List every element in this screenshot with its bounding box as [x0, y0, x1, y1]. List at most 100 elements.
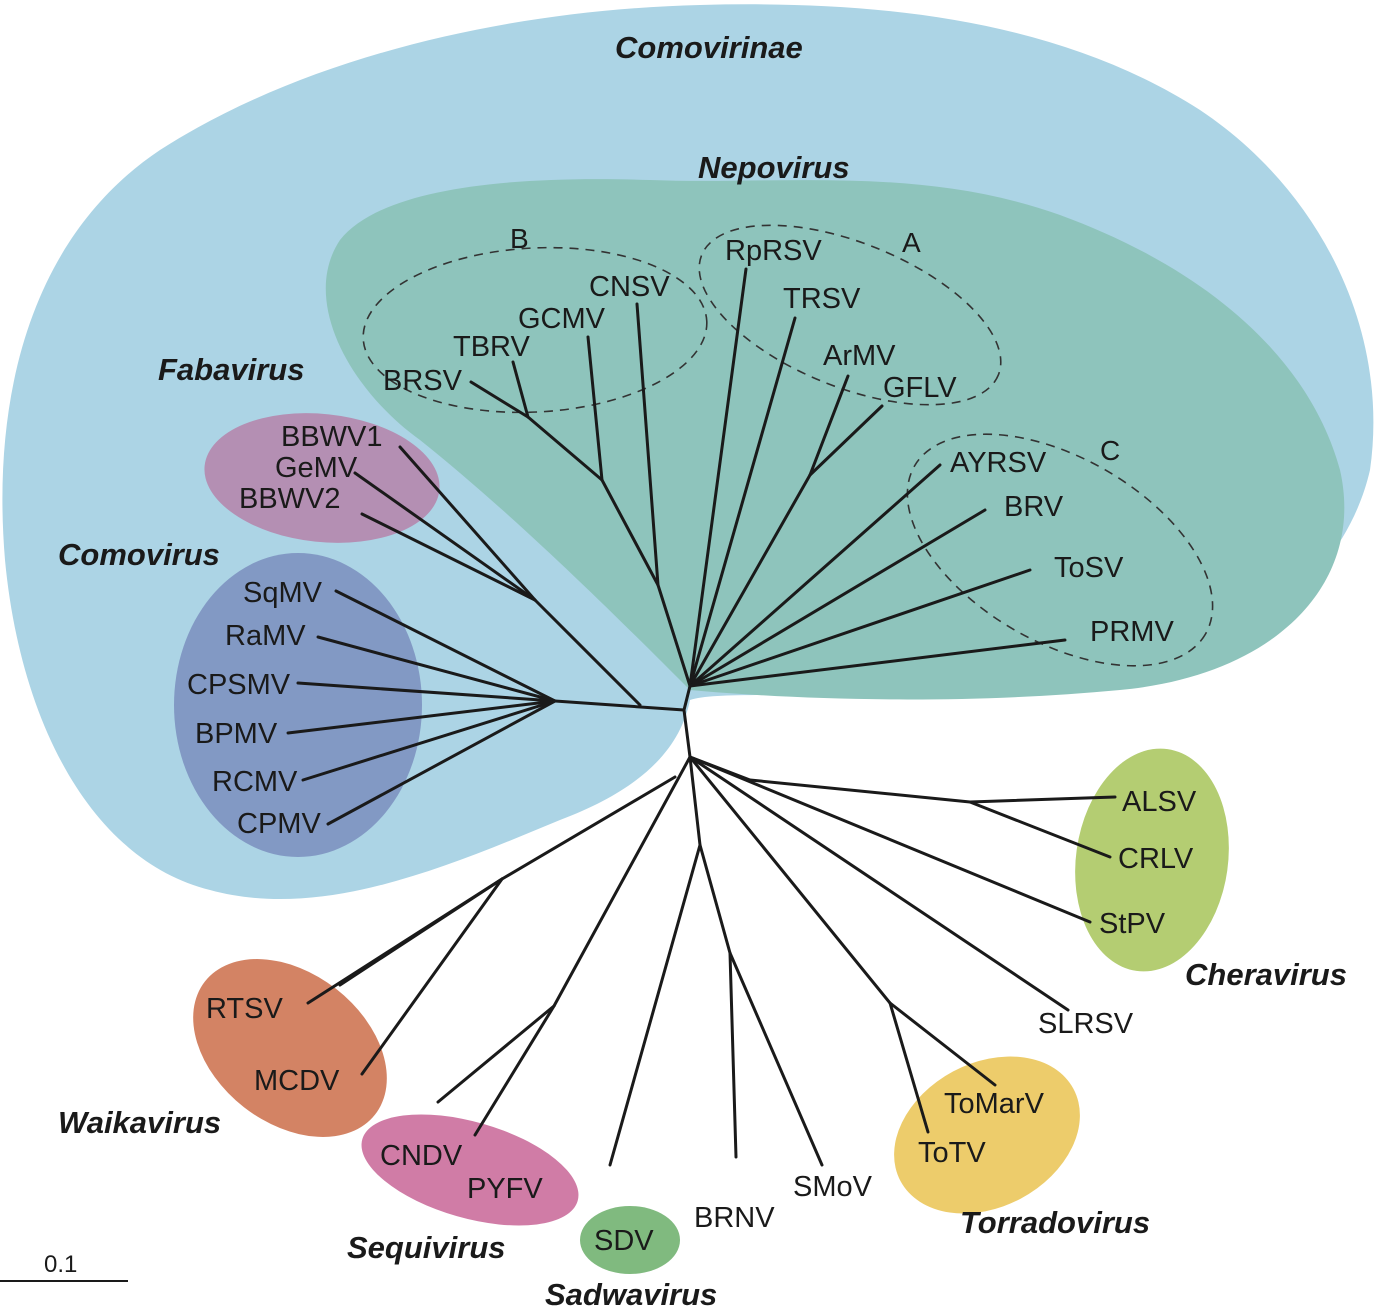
branch-PYFV	[473, 1004, 556, 1137]
branch-BPMV	[286, 699, 557, 735]
comovirus-region	[174, 553, 422, 857]
taxon-BRNV: BRNV	[694, 1202, 775, 1234]
taxon-RpRSV: RpRSV	[725, 235, 822, 267]
branch-BRSV	[469, 380, 530, 419]
subgroup-c-outline	[906, 433, 1214, 667]
branch	[600, 478, 660, 587]
taxon-TBRV: TBRV	[453, 331, 530, 363]
taxon-ToMarV: ToMarV	[944, 1088, 1045, 1120]
taxon-SqMV: SqMV	[243, 577, 323, 609]
branch	[682, 708, 692, 759]
taxon-SDV: SDV	[594, 1225, 654, 1257]
taxon-GCMV: GCMV	[518, 303, 606, 335]
taxon-BPMV: BPMV	[195, 718, 278, 750]
branch-SDV	[608, 843, 702, 1167]
taxon-PRMV: PRMV	[1090, 616, 1174, 648]
taxon-SLRSV: SLRSV	[1038, 1008, 1134, 1040]
taxon-SMoV: SMoV	[793, 1171, 873, 1203]
subgroup-a-outline	[698, 224, 1002, 406]
branch	[688, 755, 702, 847]
label-comovirinae: Comovirinae	[615, 30, 803, 65]
taxon-MCDV: MCDV	[254, 1065, 340, 1097]
label-subgroup-a: A	[902, 227, 921, 258]
taxon-TRSV: TRSV	[783, 283, 861, 315]
label-waikavirus: Waikavirus	[58, 1105, 221, 1140]
taxon-CNSV: CNSV	[589, 271, 670, 303]
taxon-BBWV1: BBWV1	[281, 421, 383, 453]
branch-SqMV	[334, 589, 557, 703]
waikavirus-region	[193, 959, 387, 1137]
branch-AYRSV	[688, 463, 942, 688]
branch-RCMV	[301, 699, 557, 782]
branch-RpRSV	[688, 267, 748, 688]
branch-CPMV	[326, 699, 557, 826]
branch-TBRV	[511, 360, 530, 419]
branch-CPSMV	[296, 681, 557, 703]
label-comovirus: Comovirus	[58, 537, 220, 572]
label-torradovirus: Torradovirus	[960, 1205, 1150, 1240]
taxon-GeMV: GeMV	[275, 452, 358, 484]
branch-CNDV	[436, 1004, 556, 1104]
branch-StPV	[688, 755, 1092, 924]
taxon-CNDV: CNDV	[380, 1140, 463, 1172]
taxon-BBWV2: BBWV2	[239, 483, 341, 515]
branch-BRV	[688, 508, 987, 688]
branch-RTSV	[306, 877, 504, 1005]
sadwavirus-region	[580, 1206, 680, 1274]
label-sadwavirus: Sadwavirus	[545, 1277, 717, 1312]
tree-branches	[286, 267, 1117, 1167]
branch-ToSV	[688, 568, 1032, 688]
branch-BRNV	[728, 951, 738, 1159]
branch-GeMV	[353, 471, 537, 602]
taxon-StPV: StPV	[1099, 908, 1166, 940]
branch-GFLV	[808, 404, 884, 477]
branch	[688, 473, 812, 688]
taxon-BRV: BRV	[1004, 491, 1064, 523]
branch	[748, 778, 972, 804]
branch-PRMV	[688, 638, 1067, 688]
branch	[533, 598, 642, 707]
branch	[526, 415, 604, 482]
taxon-CPMV: CPMV	[237, 808, 321, 840]
branch	[552, 755, 692, 1008]
taxon-BRSV: BRSV	[383, 365, 463, 397]
taxon-ToSV: ToSV	[1054, 552, 1124, 584]
branch	[698, 843, 732, 955]
label-subgroup-b: B	[510, 223, 529, 254]
label-sequivirus: Sequivirus	[347, 1230, 506, 1265]
label-cheravirus: Cheravirus	[1185, 957, 1347, 992]
taxon-RaMV: RaMV	[225, 620, 306, 652]
taxon-ALSV: ALSV	[1122, 786, 1197, 818]
branch	[553, 699, 686, 712]
branch-ToTV	[888, 1001, 930, 1134]
branch-GCMV	[586, 335, 604, 482]
branch-SLRSV	[688, 755, 1070, 1012]
label-nepovirus: Nepovirus	[698, 150, 850, 185]
torradovirus-region	[894, 1056, 1080, 1214]
branch-BBWV1	[398, 445, 537, 602]
branch-MCDV	[360, 877, 504, 1076]
fabavirus-region	[204, 413, 440, 543]
branch-BBWV2	[360, 512, 537, 602]
branch-ToMarV	[888, 1001, 997, 1087]
scale-bar-label: 0.1	[44, 1251, 77, 1278]
taxon-ToTV: ToTV	[918, 1137, 986, 1169]
branch-TRSV	[688, 316, 797, 688]
cheravirus-region	[1075, 748, 1229, 972]
taxon-GFLV: GFLV	[883, 372, 957, 404]
subgroup-b-outline	[362, 246, 708, 414]
branch-CRLV	[968, 800, 1112, 859]
branch-RaMV	[316, 635, 557, 703]
branch	[688, 755, 892, 1005]
branch-ALSV	[968, 795, 1117, 804]
taxon-RTSV: RTSV	[206, 993, 283, 1025]
branch	[682, 684, 692, 712]
branch	[500, 775, 677, 881]
taxon-CPSMV: CPSMV	[187, 669, 291, 701]
sequivirus-region	[361, 1114, 579, 1226]
branch-CNSV	[635, 302, 660, 587]
taxon-AYRSV: AYRSV	[950, 447, 1047, 479]
nepovirus-region	[325, 179, 1345, 700]
branch-SMoV	[728, 951, 824, 1167]
